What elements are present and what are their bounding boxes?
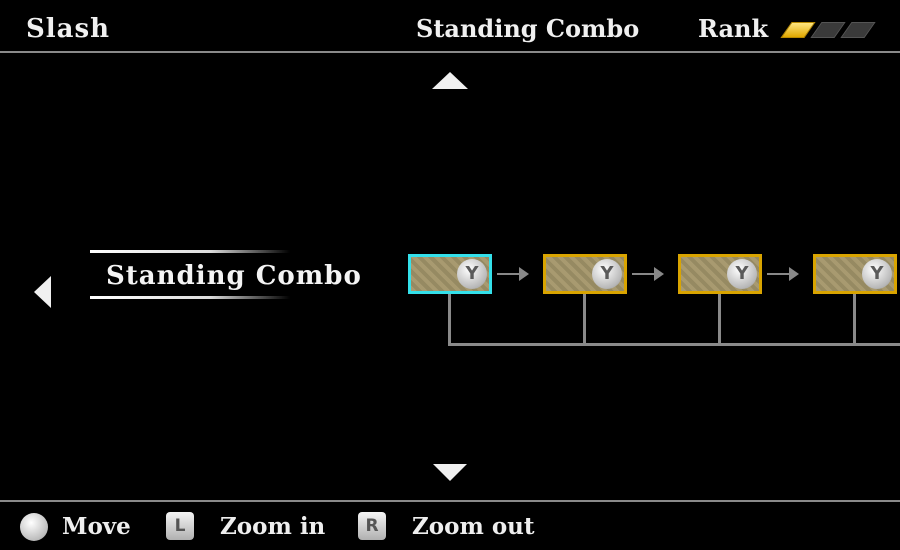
previous-arrow-icon[interactable]	[34, 276, 51, 308]
rank-segment	[810, 22, 846, 38]
scroll-down-arrow-icon[interactable]	[433, 464, 467, 481]
combo-node-1[interactable]: Y	[408, 254, 492, 294]
analog-stick-icon	[20, 513, 48, 541]
l-button-icon: L	[166, 512, 194, 540]
y-button-icon: Y	[592, 259, 622, 289]
combo-node-3[interactable]: Y	[678, 254, 762, 294]
rank-meter	[780, 22, 880, 38]
branch-baseline	[448, 343, 900, 346]
combo-title: Standing Combo	[416, 14, 640, 43]
combo-name-label: Standing Combo	[90, 250, 380, 300]
hint-zoom-in-label: Zoom in	[220, 513, 326, 540]
combo-node-4[interactable]: Y	[813, 254, 897, 294]
hint-zoom-out-label: Zoom out	[412, 513, 535, 540]
rank-label: Rank	[698, 14, 769, 43]
combo-name-text: Standing Combo	[106, 261, 362, 291]
y-button-icon: Y	[862, 259, 892, 289]
branch-line	[853, 294, 856, 344]
branch-line	[718, 294, 721, 344]
y-button-icon: Y	[457, 259, 487, 289]
y-button-icon: Y	[727, 259, 757, 289]
branch-line	[583, 294, 586, 344]
combo-name-underline-bottom	[90, 296, 290, 299]
rank-segment	[840, 22, 876, 38]
rank-segment	[780, 22, 816, 38]
hint-zoom-out: R Zoom out	[358, 511, 548, 543]
scroll-up-arrow-icon[interactable]	[432, 72, 468, 89]
footer-divider	[0, 500, 900, 502]
combo-node-2[interactable]: Y	[543, 254, 627, 294]
chain-arrow-icon	[632, 267, 666, 281]
hint-move: Move	[20, 511, 140, 543]
move-category: Slash	[26, 14, 111, 44]
combo-name-underline-top	[90, 250, 290, 253]
hint-move-label: Move	[62, 513, 131, 540]
hint-zoom-in: L Zoom in	[166, 511, 336, 543]
controls-hint-bar: Move L Zoom in R Zoom out	[0, 503, 900, 550]
r-button-icon: R	[358, 512, 386, 540]
chain-arrow-icon	[767, 267, 801, 281]
header-bar: Slash Standing Combo Rank	[0, 0, 900, 52]
chain-arrow-icon	[497, 267, 531, 281]
branch-line	[448, 294, 451, 344]
header-divider	[0, 51, 900, 53]
